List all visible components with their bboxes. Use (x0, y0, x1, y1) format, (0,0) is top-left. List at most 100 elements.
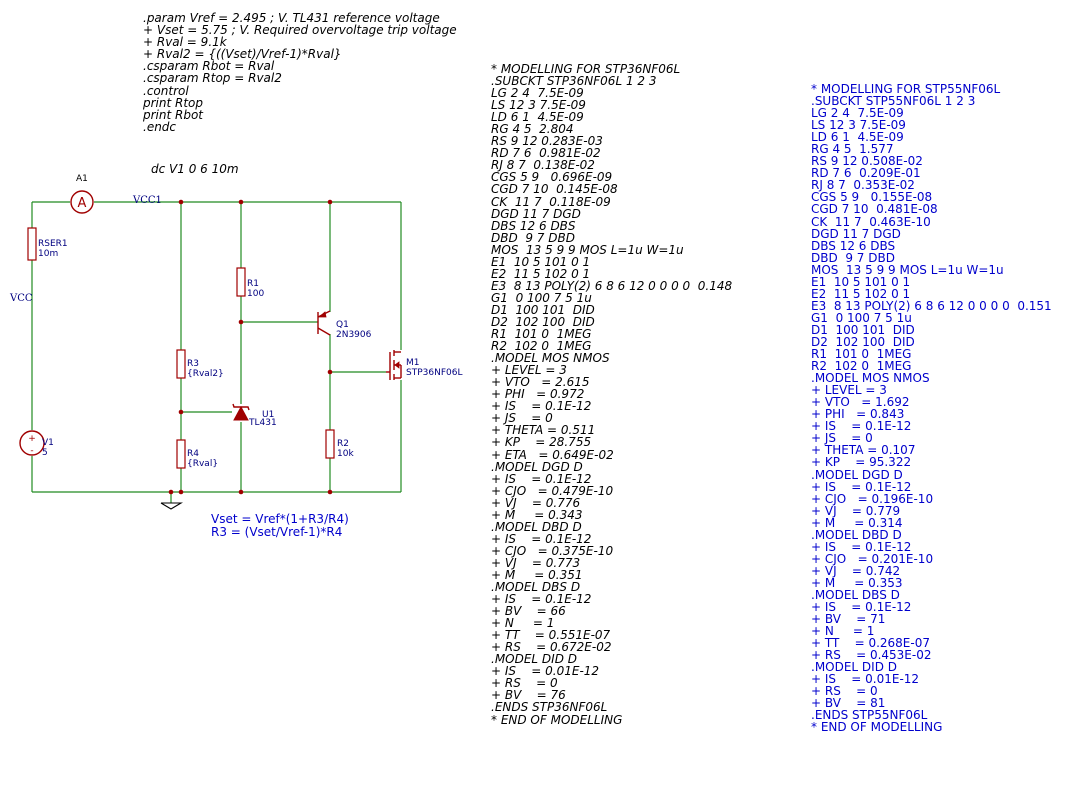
voltage-source-v1[interactable]: + - V1 5 (19, 430, 54, 458)
model-stp36-line: + IS = 0.1E-12 (491, 592, 592, 607)
nmos-arrow-icon (394, 361, 400, 369)
model-stp55-line: CK 11 7 0.463E-10 (811, 214, 931, 229)
model-stp36-line: RG 4 5 2.804 (491, 122, 574, 137)
model-stp55-line: + IS = 0.1E-12 (811, 479, 912, 494)
model-stp36-line: .ENDS STP36NF06L (491, 700, 608, 715)
rser1-value-label: 10m (38, 249, 58, 259)
junction-dot (238, 319, 244, 325)
resistor-r3[interactable]: R3 {Rval2} (176, 349, 224, 379)
model-stp55-line: E2 11 5 102 0 1 (811, 286, 911, 301)
model-stp36-line: LD 6 1 4.5E-09 (491, 110, 584, 125)
source-plus-sign: + (28, 434, 36, 444)
resistor-r2[interactable]: R2 10k (325, 429, 354, 459)
junction-dot (327, 199, 333, 205)
q1-ref-label: Q1 (336, 320, 349, 330)
directives-line: print Rbot (143, 107, 204, 122)
spice-directives-block[interactable]: .param Vref = 2.495 ; V. TL431 reference… (143, 12, 457, 133)
r2-ref-label: R2 (337, 439, 349, 449)
model-stp36-line: + THETA = 0.511 (491, 423, 596, 438)
model-stp55-line: * MODELLING FOR STP55NF06L (811, 82, 1001, 96)
ammeter-a1[interactable]: A A1 (70, 174, 94, 214)
model-stp55-line: + BV = 71 (811, 612, 886, 627)
model-stp36-line: + N = 1 (491, 616, 555, 631)
model-stp36-line: DGD 11 7 DGD (491, 206, 581, 221)
u1-ref-label: U1 (262, 410, 274, 420)
model-stp55-line: DBD 9 7 DBD (811, 250, 895, 265)
r4-value-label: {Rval} (187, 459, 218, 469)
model-stp55-line: + IS = 0.1E-12 (811, 600, 912, 615)
rser1-ref-label: RSER1 (38, 239, 68, 249)
model-stp55-line: R2 102 0 1MEG (811, 359, 912, 374)
model-stp36-line: .MODEL DGD D (491, 459, 583, 474)
model-stp55-line: + VTO = 1.692 (811, 395, 910, 410)
model-stp36-line: + BV = 76 (491, 688, 566, 703)
stp55nf06l-model-text[interactable]: * MODELLING FOR STP55NF06L.SUBCKT STP55N… (811, 83, 1052, 734)
model-stp55-line: .MODEL DID D (811, 660, 898, 675)
model-stp55-line: LD 6 1 4.5E-09 (811, 130, 904, 145)
junction-dot (238, 489, 244, 495)
model-stp55-line: CGD 7 10 0.481E-08 (811, 202, 938, 217)
model-stp36-line: E1 10 5 101 0 1 (491, 254, 591, 269)
model-stp36-line: + TT = 0.551E-07 (491, 628, 611, 643)
model-stp55-line: + LEVEL = 3 (811, 383, 887, 398)
mosfet-m1[interactable]: M1 STP36NF06L (386, 350, 462, 380)
r3-ref-label: R3 (187, 359, 199, 369)
model-stp55-line: D2 102 100 DID (811, 334, 915, 349)
directives-line: + Vset = 5.75 ; V. Required overvoltage … (143, 23, 457, 38)
directives-line: .control (143, 83, 189, 98)
model-stp36-line: + BV = 66 (491, 604, 566, 619)
model-stp36-line: LG 2 4 7.5E-09 (491, 86, 584, 101)
u1-value-label: TL431 (248, 418, 277, 428)
model-stp55-line: LG 2 4 7.5E-09 (811, 106, 904, 121)
model-stp55-line: .MODEL DBS D (811, 587, 900, 602)
net-label-vcc[interactable]: VCC (9, 293, 33, 304)
resistor-rser1[interactable]: RSER1 10m (27, 227, 68, 261)
ammeter-ref-label: A1 (76, 174, 88, 184)
model-stp55-line: + BV = 81 (811, 696, 886, 711)
ground-symbol[interactable] (160, 502, 183, 510)
model-stp55-line: DBS 12 6 DBS (811, 238, 896, 253)
model-stp36-line: + IS = 0.1E-12 (491, 531, 592, 546)
net-label-vcc1[interactable]: VCC1 (132, 195, 162, 206)
model-stp55-line: + TT = 0.268E-07 (811, 636, 930, 651)
model-stp36-line: RS 9 12 0.283E-03 (491, 134, 603, 149)
junction-dot (178, 409, 184, 415)
directives-line: .csparam Rbot = Rval (143, 59, 275, 74)
model-stp36-line: R2 102 0 1MEG (491, 339, 592, 354)
model-stp55-line: .MODEL MOS NMOS (811, 371, 930, 386)
stp36nf06l-model-text[interactable]: * MODELLING FOR STP36NF06L.SUBCKT STP36N… (491, 63, 732, 726)
model-stp55-line: + IS = 0.01E-12 (811, 672, 920, 687)
collector-lead (317, 327, 331, 336)
model-stp55-line: + JS = 0 (811, 431, 873, 446)
directives-line: print Rtop (143, 95, 204, 110)
dc-analysis-directive[interactable]: dc V1 0 6 10m (151, 162, 239, 176)
resistor-body (176, 349, 186, 379)
model-stp36-line: D1 100 101 DID (491, 302, 595, 317)
model-stp55-line: RG 4 5 1.577 (811, 142, 894, 157)
ammeter-symbol (70, 190, 94, 214)
directives-line: .endc (143, 119, 177, 134)
r4-ref-label: R4 (187, 449, 199, 459)
model-stp55-line: R1 101 0 1MEG (811, 347, 912, 362)
resistor-body (27, 227, 37, 261)
shunt-regulator-u1[interactable]: U1 TL431 (232, 403, 277, 428)
model-stp55-line: + THETA = 0.107 (811, 443, 916, 458)
model-stp36-line: + M = 0.343 (491, 507, 583, 522)
model-stp55-line: CGS 5 9 0.155E-08 (811, 190, 933, 205)
model-stp55-line: * END OF MODELLING (811, 720, 943, 735)
vset-formula-note[interactable]: Vset = Vref*(1+R3/R4)R3 = (Vset/Vref-1)*… (211, 513, 349, 538)
resistor-body (176, 439, 186, 469)
resistor-r1[interactable]: R1 100 (236, 267, 264, 299)
resistor-body (325, 429, 335, 459)
resistor-r4[interactable]: R4 {Rval} (176, 439, 218, 469)
model-stp55-line: .ENDS STP55NF06L (811, 708, 928, 723)
model-stp36-line: CK 11 7 0.118E-09 (491, 194, 611, 209)
model-stp55-line: MOS 13 5 9 9 MOS L=1u W=1u (811, 262, 1004, 277)
model-stp55-line: G1 0 100 7 5 1u (811, 310, 912, 325)
directives-line: .csparam Rtop = Rval2 (143, 71, 282, 86)
model-stp36-line: D2 102 100 DID (491, 314, 595, 329)
model-stp55-line: DGD 11 7 DGD (811, 226, 901, 241)
model-stp55-line: + N = 1 (811, 624, 875, 639)
transistor-q1[interactable]: Q1 2N3906 (317, 310, 372, 340)
